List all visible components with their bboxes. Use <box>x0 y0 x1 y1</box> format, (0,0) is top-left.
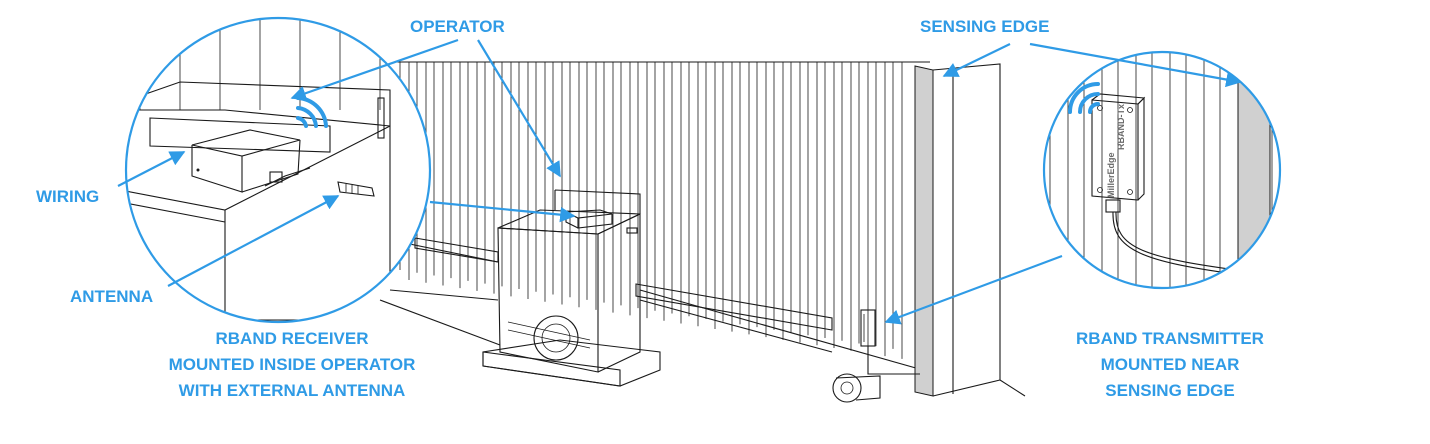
transmitter-caption-line: RBAND TRANSMITTER <box>1076 329 1264 348</box>
gate-wheel <box>832 373 881 403</box>
sensing-edge-label: SENSING EDGE <box>920 17 1049 36</box>
sensing-edge-strip <box>914 63 1026 397</box>
receiver-caption-line: WITH EXTERNAL ANTENNA <box>179 381 406 400</box>
rband-transmitter-small <box>860 309 920 375</box>
receiver-caption-line: RBAND RECEIVER <box>215 329 368 348</box>
transmitter-brand-label: MillerEdge <box>1106 152 1116 198</box>
callout-lines <box>117 38 1242 325</box>
gate-rail <box>414 237 833 331</box>
wiring-label: WIRING <box>36 187 99 206</box>
receiver-detail-circle <box>124 16 432 324</box>
wireless-signal-icon <box>1068 82 1100 114</box>
operator-label: OPERATOR <box>410 17 505 36</box>
gate-pickets <box>399 62 903 359</box>
transmitter-caption-line: SENSING EDGE <box>1105 381 1234 400</box>
receiver-caption-line: MOUNTED INSIDE OPERATOR <box>169 355 416 374</box>
transmitter-detail-circle: RBAND-Tx MillerEdge <box>1042 50 1282 290</box>
antenna-label: ANTENNA <box>70 287 153 306</box>
transmitter-caption-line: MOUNTED NEAR <box>1101 355 1240 374</box>
diagram-labels: OPERATOR SENSING EDGE WIRING ANTENNA RBA… <box>36 17 1264 400</box>
transmitter-model-label: RBAND-Tx <box>1116 104 1126 150</box>
operator-box <box>482 189 661 387</box>
